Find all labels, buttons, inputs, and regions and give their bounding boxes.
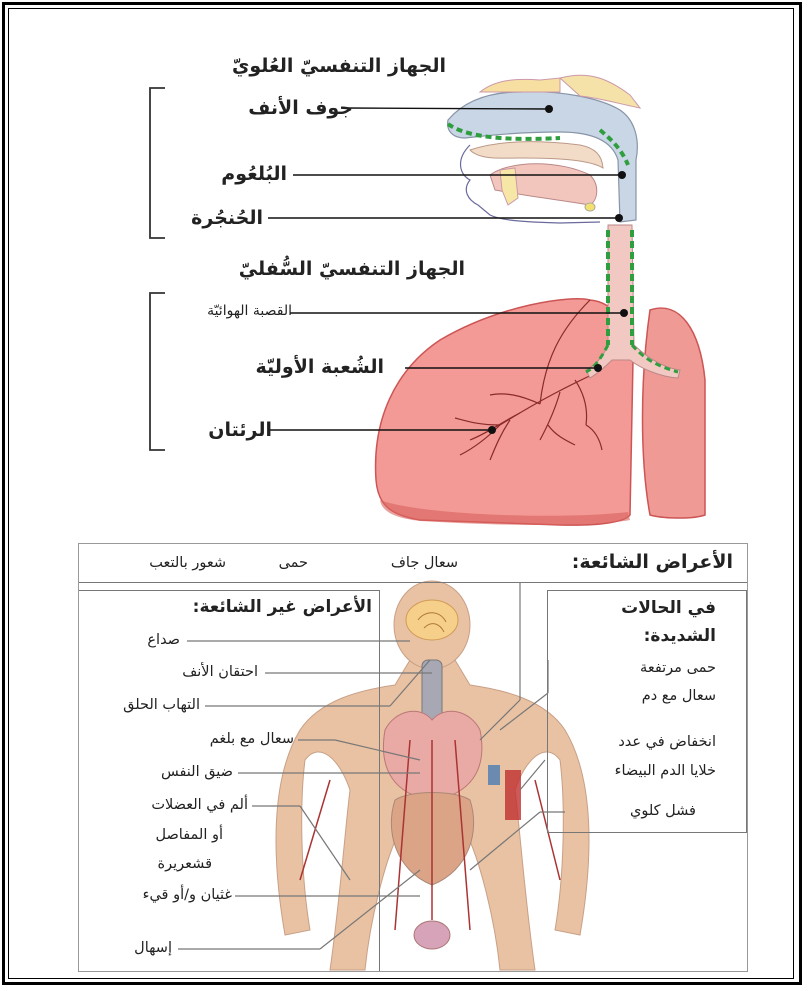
uncommon-nausea-vomiting: غثيان و/أو قيء (143, 887, 232, 903)
common-symptoms-title: الأعراض الشائعة: (572, 551, 733, 573)
severe-title-line1: في الحالات (621, 598, 716, 618)
uncommon-shortness-of-breath: ضيق النفس (161, 764, 233, 780)
uncommon-sore-throat: التهاب الحلق (123, 697, 200, 713)
label-primary-bronchus: الشُعبة الأوليّة (256, 356, 384, 378)
uncommon-nasal-congestion: احتقان الأنف (182, 664, 258, 680)
uncommon-muscle-pain: ألم في العضلات (151, 797, 248, 813)
left-lung (376, 299, 633, 525)
label-larynx: الحُنجُرة (191, 207, 263, 229)
lower-respiratory-title: الجهاز التنفسيّ السُّفليّ (239, 258, 465, 280)
label-pharynx: البُلعُوم (221, 163, 287, 185)
uncommon-chills: قشعريرة (158, 856, 213, 872)
label-nasal-cavity: جوف الأنف (248, 97, 353, 119)
label-lungs: الرئتان (208, 419, 272, 441)
uncommon-headache: صداع (147, 632, 180, 648)
teeth (500, 168, 518, 205)
upper-respiratory-title: الجهاز التنفسيّ العُلويّ (232, 55, 446, 77)
common-symptom-dry-cough: سعال جاف (391, 555, 458, 571)
upper-bracket (150, 88, 165, 238)
severe-kidney-failure: فشل كلوي (630, 803, 696, 819)
lower-bracket (150, 293, 165, 450)
severe-title-line2: الشديدة: (644, 626, 716, 646)
right-lung-partial (643, 308, 706, 518)
sinus-shape (480, 78, 560, 92)
uncommon-symptoms-title: الأعراض غير الشائعة: (193, 597, 372, 617)
severe-low-wbc-line1: انخفاض في عدد (618, 734, 716, 750)
common-symptom-fever: حمى (279, 555, 308, 571)
common-symptom-fatigue: شعور بالتعب (149, 555, 226, 571)
severe-bloody-cough: سعال مع دم (642, 688, 716, 704)
uncommon-productive-cough: سعال مع بلغم (210, 731, 294, 747)
uncommon-joint-pain: أو المفاصل (155, 827, 223, 843)
label-trachea: القصبة الهوائيّة (207, 303, 292, 319)
uncommon-diarrhea: إسهال (134, 940, 172, 956)
severe-low-wbc-line2: خلايا الدم البيضاء (615, 763, 716, 779)
severe-high-fever: حمى مرتفعة (640, 660, 716, 676)
